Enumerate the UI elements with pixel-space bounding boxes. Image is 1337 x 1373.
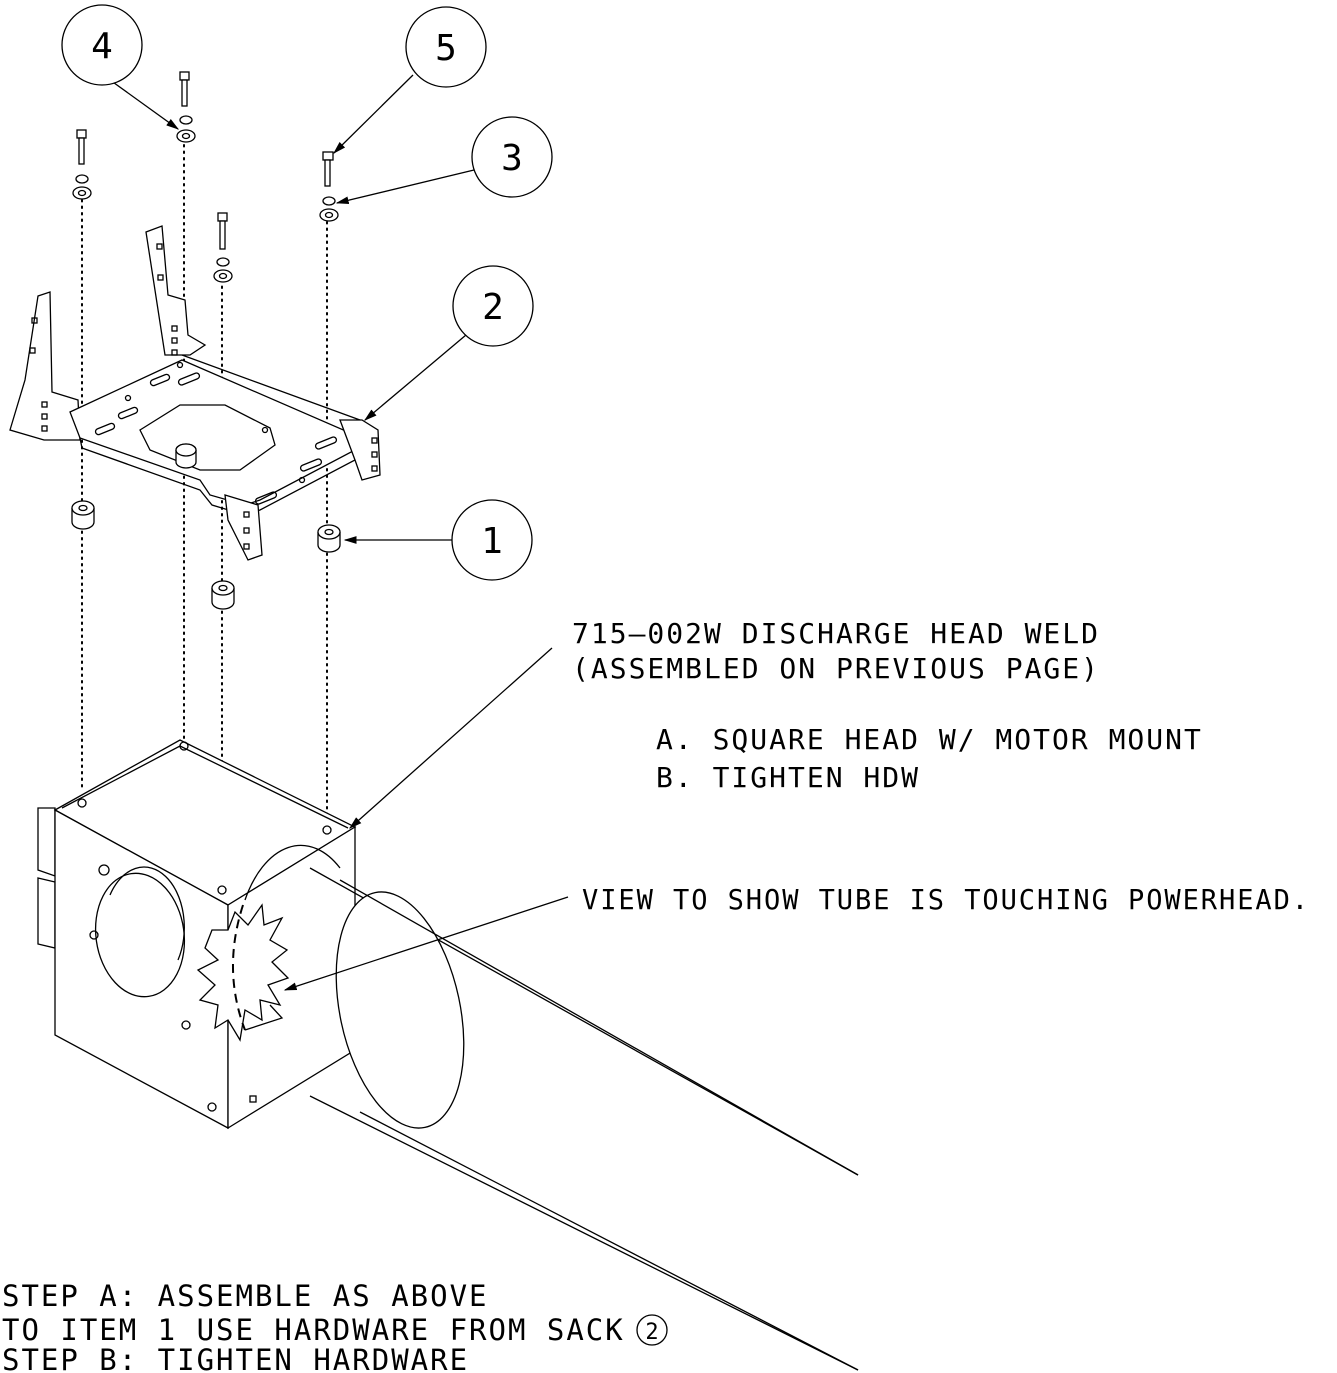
discharge-tube — [196, 844, 859, 1371]
weld-note: 715–002W DISCHARGE HEAD WELD (ASSEMBLED … — [572, 617, 1203, 794]
step-item1-text: TO ITEM 1 USE HARDWARE FROM SACK — [2, 1313, 625, 1347]
callout-balloon-1: 1 — [451, 499, 533, 581]
sack-number-circle: 2 — [636, 1314, 668, 1346]
spacer-item-1 — [71, 500, 341, 610]
callout-balloon-2: 2 — [452, 265, 534, 347]
weld-note-line1: 715–002W DISCHARGE HEAD WELD — [572, 617, 1100, 650]
assembly-steps: STEP A: ASSEMBLE AS ABOVE TO ITEM 1 USE … — [2, 1279, 668, 1373]
callout-label: 1 — [481, 521, 503, 562]
leader-lines — [109, 74, 569, 991]
sack-number: 2 — [645, 1320, 658, 1345]
callout-label: 5 — [435, 28, 457, 69]
callout-balloon-3: 3 — [471, 116, 553, 198]
view-note: VIEW TO SHOW TUBE IS TOUCHING POWERHEAD. — [582, 883, 1310, 916]
callout-label: 4 — [91, 26, 113, 67]
motor-mount-plate-item-2 — [9, 225, 381, 561]
view-note-text: VIEW TO SHOW TUBE IS TOUCHING POWERHEAD. — [582, 883, 1310, 916]
discharge-head-weld — [37, 739, 357, 1130]
bolt-item-5 — [72, 71, 339, 283]
callout-label: 3 — [501, 138, 523, 179]
callout-label: 2 — [482, 287, 504, 328]
sub-note-b: B. TIGHTEN HDW — [656, 761, 920, 794]
weld-note-line2: (ASSEMBLED ON PREVIOUS PAGE) — [572, 652, 1100, 685]
step-b-text: STEP B: TIGHTEN HARDWARE — [2, 1343, 469, 1373]
sub-note-a: A. SQUARE HEAD W/ MOTOR MOUNT — [656, 723, 1203, 756]
callout-balloon-5: 5 — [405, 6, 487, 88]
callout-balloon-4: 4 — [61, 4, 143, 86]
step-a-text: STEP A: ASSEMBLE AS ABOVE — [2, 1279, 489, 1313]
